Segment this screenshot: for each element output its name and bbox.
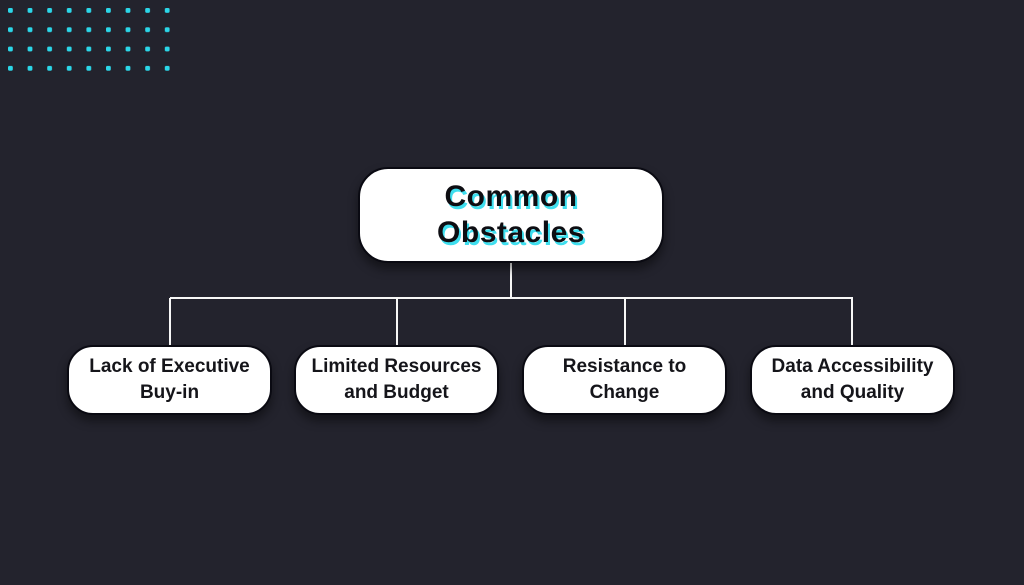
node-common-obstacles: Common Obstacles — [358, 167, 664, 263]
node-child-label: Limited Resources and Budget — [311, 356, 482, 403]
connector-drop-child-2 — [396, 298, 398, 345]
node-limited-resources-and-budget: Limited Resources and Budget — [294, 345, 499, 415]
node-data-accessibility-and-quality: Data Accessibility and Quality — [750, 345, 955, 415]
dot-grid-decoration — [8, 8, 178, 76]
node-child-label: Resistance to Change — [562, 356, 687, 403]
connector-drop-child-1 — [169, 298, 171, 345]
node-root-label: Common Obstacles — [437, 180, 585, 249]
connector-drop-child-4 — [851, 298, 853, 345]
node-child-label: Lack of Executive Buy-in — [89, 356, 250, 403]
connector-trunk — [170, 297, 853, 299]
node-child-label: Data Accessibility and Quality — [771, 356, 934, 403]
connector-root-drop — [510, 263, 512, 298]
node-lack-of-executive-buy-in: Lack of Executive Buy-in — [67, 345, 272, 415]
connector-drop-child-3 — [624, 298, 626, 345]
node-resistance-to-change: Resistance to Change — [522, 345, 727, 415]
